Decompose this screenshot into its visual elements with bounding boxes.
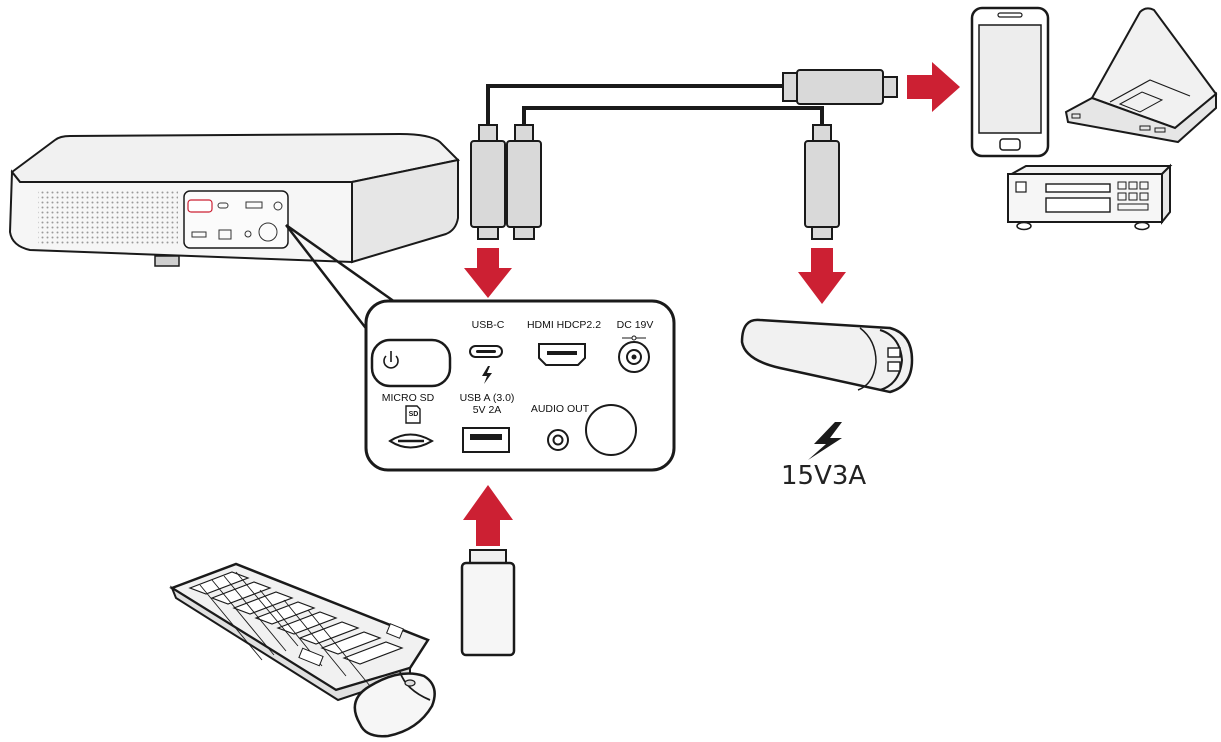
audio-jack-icon (547, 429, 569, 451)
callout-pointer (285, 223, 396, 341)
arrow-down-power-bank (798, 248, 846, 304)
usb-stick-illustration (460, 549, 516, 657)
arrow-up-usb-a (463, 485, 513, 546)
laptop-illustration (1064, 7, 1218, 144)
lightning-icon (482, 366, 492, 384)
mouse-illustration (353, 671, 436, 738)
hdmi-cable-plug (506, 124, 542, 240)
micro-sd-slot-icon (388, 433, 434, 449)
keyboard-illustration (169, 562, 430, 702)
port-panel-callout (364, 299, 676, 472)
micro-sd-label: MICRO SD (381, 392, 435, 404)
audio-out-label: AUDIO OUT (530, 403, 590, 415)
horizontal-plug (782, 69, 898, 105)
arrow-right-devices (907, 62, 960, 112)
usb-c-label: USB-C (471, 319, 505, 331)
usb-a-label-line2: 5V 2A (472, 404, 502, 416)
hdmi-label: HDMI HDCP2.2 (526, 319, 602, 331)
cables (486, 84, 824, 128)
power-bank-output-label: 15V3A (781, 461, 867, 491)
projector-illustration (8, 132, 461, 267)
lightning-icon (808, 422, 842, 460)
media-player-illustration (1007, 163, 1173, 231)
dc-label: DC 19V (616, 319, 654, 331)
power-icon (383, 351, 399, 369)
sd-badge-label: SD (408, 411, 419, 418)
smartphone-illustration (970, 6, 1050, 158)
usb-a-label-line1: USB A (3.0) (459, 392, 515, 404)
dc-jack-icon (618, 335, 650, 373)
usb-a-port-icon (462, 427, 510, 453)
arrow-down-usb-c (464, 248, 512, 298)
usb-c-cable-plug (470, 124, 506, 240)
power-bank-cable-plug (804, 124, 840, 240)
power-bank-illustration (740, 318, 914, 394)
ir-sensor-graphic (585, 404, 637, 456)
